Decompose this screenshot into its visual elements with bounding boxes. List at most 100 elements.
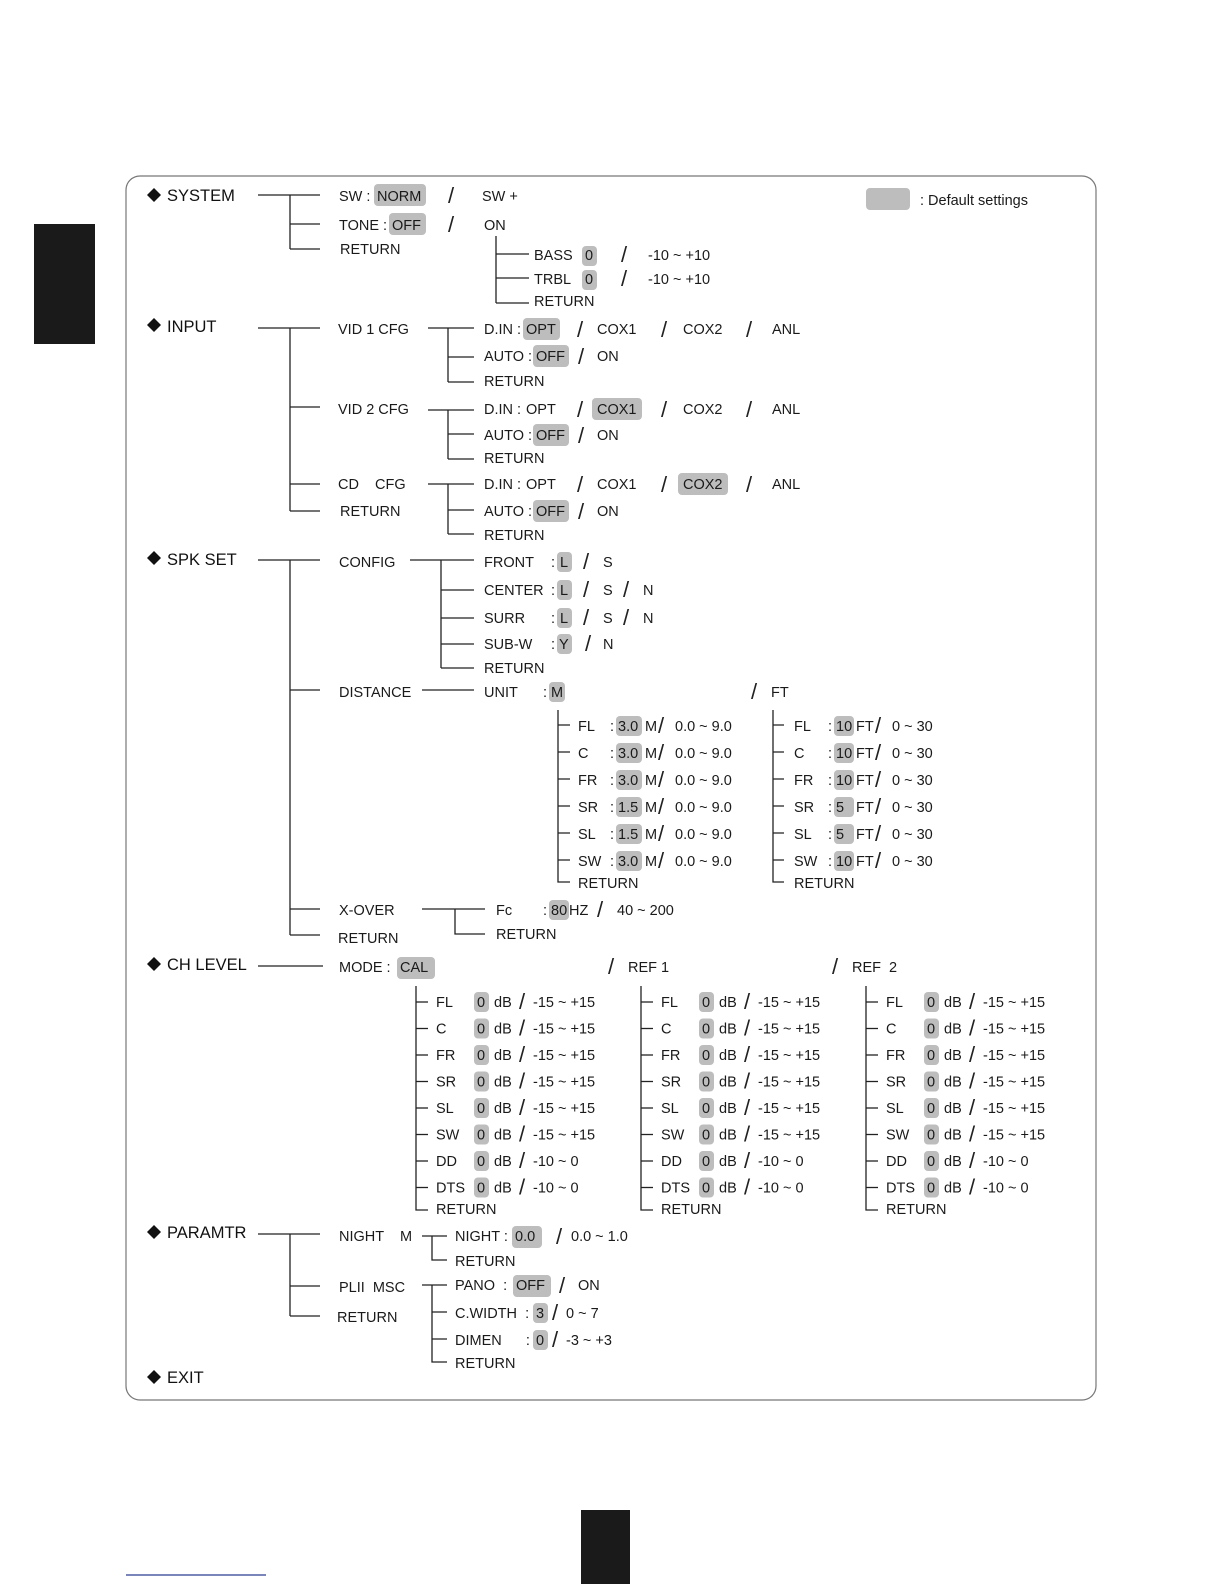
unit: M xyxy=(645,827,657,843)
slash: / xyxy=(577,317,584,342)
paramtr-plii-cwidth-d: 3 xyxy=(536,1306,544,1322)
default-box xyxy=(374,184,426,206)
default-value: 3.0 xyxy=(618,746,638,762)
slash: / xyxy=(875,821,882,846)
default-value: 1.5 xyxy=(618,800,638,816)
channel-label: FL xyxy=(436,995,453,1011)
slash: / xyxy=(969,1148,976,1173)
default-box xyxy=(474,992,489,1012)
input-vid1-din-o1: OPT xyxy=(526,322,556,338)
slash: / xyxy=(658,848,665,873)
slash: / xyxy=(578,499,585,524)
default-value: 0 xyxy=(702,1154,710,1170)
default-box xyxy=(523,318,560,340)
default-value: 1.5 xyxy=(618,827,638,843)
input-cd-auto-o2: ON xyxy=(597,504,619,520)
spk-set-xover-fc-d: 80 xyxy=(551,903,567,919)
slash: / xyxy=(621,242,628,267)
input-vid1-return: RETURN xyxy=(484,374,544,390)
ch-level-mode-d: CAL xyxy=(400,960,428,976)
spk-set-config-center-d: L xyxy=(560,583,568,599)
colon: : xyxy=(828,827,832,843)
system-branch: SW : NORM / SW + TONE : OFF / ON RETURN … xyxy=(258,183,710,310)
unit: dB xyxy=(944,1022,962,1038)
default-box xyxy=(557,552,572,572)
colon: : xyxy=(828,719,832,735)
default-value: 0 xyxy=(477,1154,485,1170)
slash: / xyxy=(746,317,753,342)
connector xyxy=(258,559,320,936)
default-value: 0 xyxy=(477,1048,485,1064)
default-box xyxy=(533,500,569,522)
spk-set-xover-fc-colon: : xyxy=(543,903,547,919)
input-return: RETURN xyxy=(340,504,400,520)
paramtr-branch: NIGHT M NIGHT : 0.0 / 0.0 ~ 1.0 RETURN P… xyxy=(258,1224,628,1372)
spk-set-xover-return: RETURN xyxy=(496,927,556,943)
spk-set-distance-feet-return: RETURN xyxy=(794,876,854,892)
unit: dB xyxy=(944,1075,962,1091)
diamond-bullet-icon xyxy=(147,318,161,332)
heading-exit: EXIT xyxy=(147,1369,204,1387)
slash: / xyxy=(621,266,628,291)
default-box xyxy=(699,1124,714,1145)
unit: FT xyxy=(856,854,874,870)
slash: / xyxy=(658,821,665,846)
default-value: 0 xyxy=(927,1181,935,1197)
input-vid2-return: RETURN xyxy=(484,451,544,467)
input-vid2-din-o3: COX2 xyxy=(683,402,723,418)
range: 0.0 ~ 9.0 xyxy=(675,746,732,762)
connector xyxy=(422,1235,447,1261)
spk-set-xover-fc-unit: HZ xyxy=(569,903,588,919)
input-cd-din-o2: COX1 xyxy=(597,477,637,493)
system-trbl-label: TRBL xyxy=(534,272,571,288)
unit: M xyxy=(645,719,657,735)
headings-ch-level: CH LEVEL xyxy=(167,956,247,974)
channel-label: FL xyxy=(794,719,811,735)
channel-label: DTS xyxy=(886,1181,915,1197)
unit: dB xyxy=(944,1101,962,1117)
slash: / xyxy=(559,1273,566,1298)
unit: FT xyxy=(856,800,874,816)
system-sub-return: RETURN xyxy=(534,294,594,310)
range: 0.0 ~ 9.0 xyxy=(675,854,732,870)
range: 0 ~ 30 xyxy=(892,854,933,870)
default-box xyxy=(678,473,728,495)
unit: M xyxy=(645,800,657,816)
input-vid1-auto-label: AUTO : xyxy=(484,349,532,365)
colon: : xyxy=(828,854,832,870)
channel-label: C xyxy=(794,746,804,762)
input-cd-din-o4: ANL xyxy=(772,477,800,493)
slash: / xyxy=(658,740,665,765)
range: -15 ~ +15 xyxy=(533,1022,595,1038)
default-box xyxy=(924,1151,939,1171)
unit: dB xyxy=(494,1181,512,1197)
range: -15 ~ +15 xyxy=(983,1022,1045,1038)
channel-label: FL xyxy=(578,719,595,735)
slash: / xyxy=(448,212,455,237)
default-value: 0 xyxy=(477,1128,485,1144)
range: -15 ~ +15 xyxy=(983,1128,1045,1144)
default-value: 0 xyxy=(927,1075,935,1091)
default-box xyxy=(474,1098,489,1118)
default-box xyxy=(582,270,597,290)
spk-set-config-subw-label: SUB-W xyxy=(484,637,533,653)
range: 0.0 ~ 9.0 xyxy=(675,719,732,735)
slash: / xyxy=(623,605,630,630)
colon: : xyxy=(610,746,614,762)
default-box xyxy=(834,824,854,844)
